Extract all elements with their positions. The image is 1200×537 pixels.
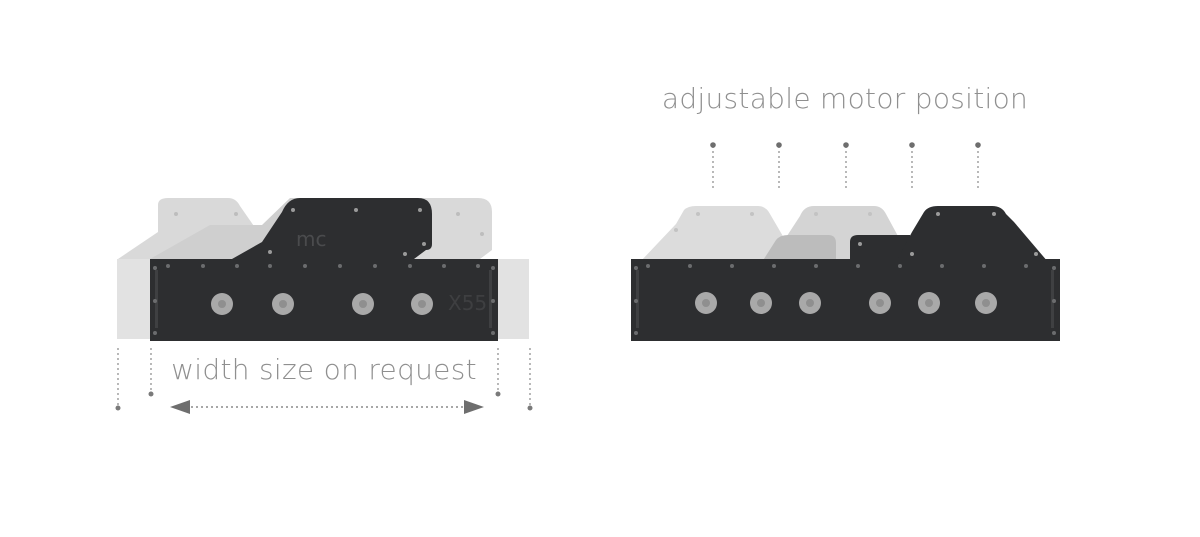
- screw-dot-icon: [858, 242, 862, 246]
- screw-dot-icon: [235, 264, 239, 268]
- screw-dot-icon: [1024, 264, 1028, 268]
- upper-screws-left: [174, 208, 484, 256]
- screw-dot-icon: [1052, 266, 1056, 270]
- motor-hub-icon: [925, 299, 933, 307]
- screw-dot-icon: [476, 264, 480, 268]
- product-logo: mc: [296, 227, 326, 251]
- motor-guide-dots: [710, 142, 981, 148]
- screw-dot-icon: [408, 264, 412, 268]
- screw-dot-icon: [174, 212, 178, 216]
- screw-dot-icon: [772, 264, 776, 268]
- motor-hub-icon: [279, 300, 287, 308]
- screw-row-right: [634, 264, 1056, 335]
- motor-hub-icon: [702, 299, 710, 307]
- motor-hub-icon: [982, 299, 990, 307]
- screw-dot-icon: [634, 331, 638, 335]
- motor-hubs-right: [695, 292, 997, 314]
- screw-dot-icon: [268, 250, 272, 254]
- motor-hub-icon: [418, 300, 426, 308]
- screw-dot-icon: [936, 212, 940, 216]
- screw-dot-icon: [234, 212, 238, 216]
- screw-dot-icon: [491, 299, 495, 303]
- ghost-upper-body-1: [640, 206, 798, 262]
- ghost-upper-body-3: [762, 235, 836, 262]
- screw-dot-icon: [814, 212, 818, 216]
- guide-end-dots: [115, 391, 533, 411]
- double-arrow-icon: [170, 400, 484, 414]
- screw-dot-icon: [403, 252, 407, 256]
- screw-dot-icon: [201, 264, 205, 268]
- screw-dot-icon: [495, 391, 501, 397]
- side-slot-left: [155, 270, 158, 328]
- screw-dot-icon: [148, 391, 154, 397]
- screw-dot-icon: [354, 208, 358, 212]
- screw-dot-icon: [814, 264, 818, 268]
- width-guides: [117, 348, 531, 406]
- screw-dot-icon: [910, 252, 914, 256]
- screw-dot-icon: [153, 299, 157, 303]
- dark-front-panel: [150, 259, 498, 341]
- screw-dot-icon: [696, 212, 700, 216]
- dark-upper-body: [232, 198, 432, 259]
- screw-dot-icon: [982, 264, 986, 268]
- screw-dot-icon: [634, 266, 638, 270]
- motor-guides: [712, 146, 979, 190]
- screw-dot-icon: [898, 264, 902, 268]
- screw-dot-icon: [975, 142, 981, 148]
- screw-dot-icon: [992, 212, 996, 216]
- motor-caption: adjustable motor position: [662, 82, 1028, 115]
- screw-dot-icon: [776, 142, 782, 148]
- screw-dot-icon: [1052, 331, 1056, 335]
- screw-dot-icon: [480, 232, 484, 236]
- side-slot-right: [489, 270, 492, 328]
- screw-dot-icon: [940, 264, 944, 268]
- screw-dot-icon: [1034, 252, 1038, 256]
- screw-dot-icon: [491, 266, 495, 270]
- screw-dot-icon: [710, 142, 716, 148]
- side-slot-left: [636, 270, 639, 328]
- screw-dot-icon: [268, 264, 272, 268]
- motor-hub-icon: [806, 299, 814, 307]
- dark-upper-body-b: [896, 206, 1048, 262]
- model-label: X55: [448, 291, 487, 315]
- screw-dot-icon: [422, 242, 426, 246]
- right-assembly: adjustable motor position: [631, 82, 1060, 341]
- motor-hub-icon: [757, 299, 765, 307]
- screw-dot-icon: [153, 266, 157, 270]
- motor-hubs-left: [211, 293, 433, 315]
- screw-dot-icon: [491, 331, 495, 335]
- screw-dot-icon: [750, 212, 754, 216]
- screw-dot-icon: [442, 264, 446, 268]
- screw-dot-icon: [418, 208, 422, 212]
- screw-dot-icon: [730, 264, 734, 268]
- screw-dot-icon: [909, 142, 915, 148]
- screw-dot-icon: [291, 208, 295, 212]
- screw-dot-icon: [115, 405, 121, 411]
- side-slot-right: [1051, 270, 1054, 328]
- screw-dot-icon: [456, 212, 460, 216]
- screw-row-left: [153, 264, 495, 335]
- motor-hub-icon: [359, 300, 367, 308]
- screw-dot-icon: [688, 264, 692, 268]
- screw-dot-icon: [868, 212, 872, 216]
- screw-dot-icon: [166, 264, 170, 268]
- screw-dot-icon: [674, 228, 678, 232]
- motor-hub-icon: [218, 300, 226, 308]
- screw-dot-icon: [527, 405, 533, 411]
- screw-dot-icon: [338, 264, 342, 268]
- screw-dot-icon: [843, 142, 849, 148]
- screw-dot-icon: [153, 331, 157, 335]
- screw-dot-icon: [1052, 299, 1056, 303]
- screw-dot-icon: [634, 299, 638, 303]
- motor-hub-icon: [876, 299, 884, 307]
- width-caption: width size on request: [171, 353, 477, 386]
- upper-screws-right: [674, 212, 1038, 256]
- screw-dot-icon: [373, 264, 377, 268]
- screw-dot-icon: [646, 264, 650, 268]
- left-assembly: mc X55: [115, 198, 533, 414]
- screw-dot-icon: [856, 264, 860, 268]
- screw-dot-icon: [303, 264, 307, 268]
